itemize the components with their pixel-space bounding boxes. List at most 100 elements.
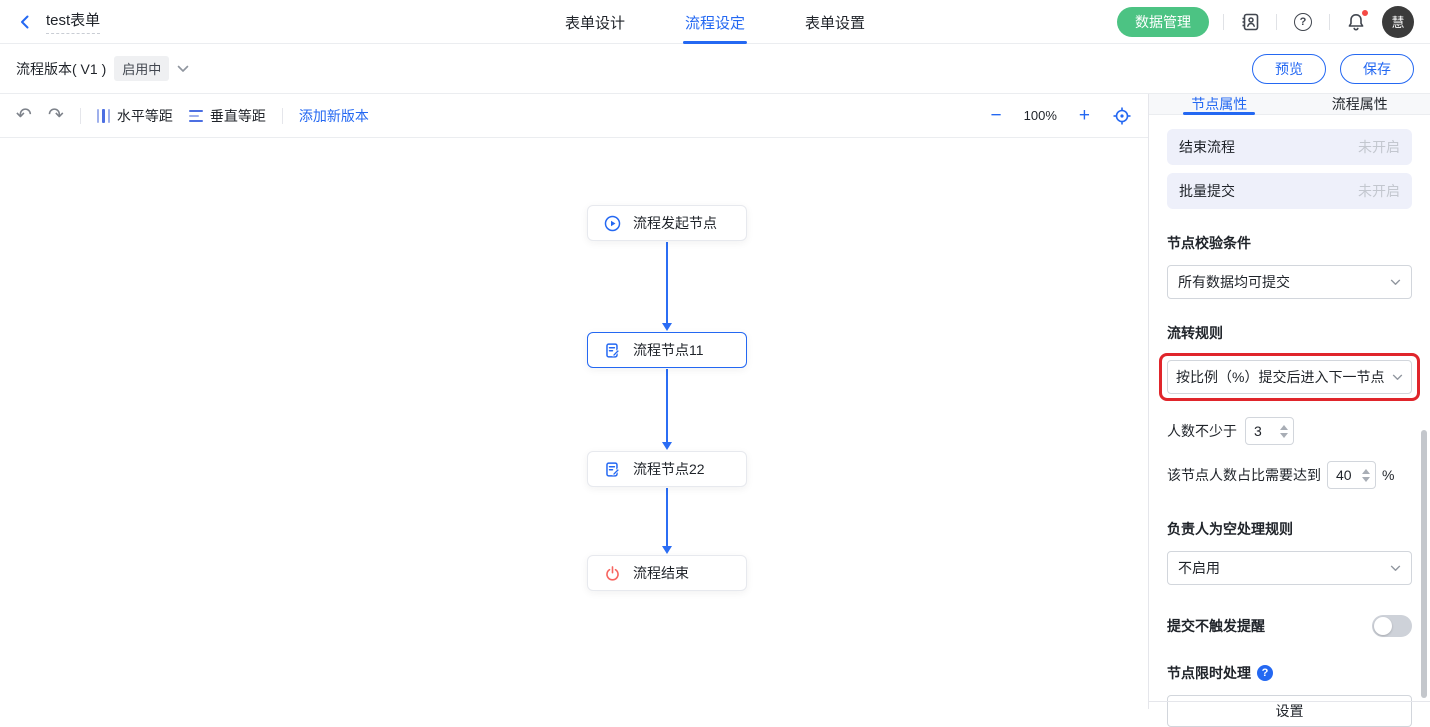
stepper-down-icon[interactable] — [1362, 477, 1370, 482]
tab-flow-properties[interactable]: 流程属性 — [1290, 94, 1430, 114]
version-label: 流程版本( V1 ) — [16, 59, 106, 79]
flow-canvas[interactable]: 流程发起节点 流程节点11 — [0, 138, 1148, 709]
node-label: 流程节点11 — [633, 340, 704, 360]
page-title[interactable]: test表单 — [46, 9, 100, 34]
toggle-knob — [1374, 617, 1392, 635]
chevron-down-icon — [1392, 374, 1403, 381]
play-circle-icon — [604, 215, 621, 232]
divider — [80, 108, 81, 124]
contacts-button[interactable] — [1238, 10, 1262, 34]
time-limit-heading-text: 节点限时处理 — [1167, 663, 1251, 683]
header-tabs: 表单设计 流程设定 表单设置 — [563, 0, 867, 44]
zoom-level: 100% — [1024, 108, 1057, 123]
question-circle-icon[interactable]: ? — [1257, 665, 1273, 681]
empty-owner-select-value: 不启用 — [1178, 558, 1220, 578]
chevron-left-icon — [16, 13, 34, 31]
stepper-up-icon[interactable] — [1280, 425, 1288, 430]
redo-icon[interactable]: ↷ — [48, 106, 64, 125]
ratio-label: 该节点人数占比需要达到 — [1167, 465, 1321, 485]
horizontal-spacing-label: 水平等距 — [117, 106, 173, 126]
panel-tabs: 节点属性 流程属性 — [1149, 94, 1430, 115]
vertical-spacing-button[interactable]: 垂直等距 — [189, 106, 266, 126]
settings-button[interactable]: 设置 — [1167, 695, 1412, 727]
notifications-button[interactable] — [1344, 10, 1368, 34]
annotation-highlight: 按比例（%）提交后进入下一节点 — [1159, 353, 1420, 401]
top-header: test表单 表单设计 流程设定 表单设置 数据管理 ? — [0, 0, 1430, 44]
batch-submit-label: 批量提交 — [1179, 181, 1235, 201]
divider — [282, 108, 283, 124]
status-badge: 启用中 — [114, 56, 169, 81]
version-bar-actions: 预览 保存 — [1252, 54, 1414, 84]
empty-owner-heading: 负责人为空处理规则 — [1167, 519, 1412, 539]
end-flow-label: 结束流程 — [1179, 137, 1235, 157]
divider — [1276, 14, 1277, 30]
divider — [1329, 14, 1330, 30]
horizontal-spacing-button[interactable]: 水平等距 — [97, 106, 173, 126]
batch-submit-value: 未开启 — [1358, 181, 1400, 201]
tab-form-design[interactable]: 表单设计 — [563, 0, 627, 44]
end-flow-row[interactable]: 结束流程 未开启 — [1167, 129, 1412, 165]
version-switcher[interactable]: 流程版本( V1 ) 启用中 — [16, 56, 189, 81]
tab-flow-setting[interactable]: 流程设定 — [683, 0, 747, 44]
flow-node-start[interactable]: 流程发起节点 — [587, 205, 747, 241]
chevron-down-icon — [1390, 565, 1401, 572]
vertical-spacing-icon — [189, 110, 203, 122]
stepper-arrows[interactable] — [1280, 425, 1288, 438]
ratio-stepper[interactable] — [1327, 461, 1376, 489]
flow-canvas-section: ↶ ↷ 水平等距 垂直等距 添加新版本 − 100% + — [0, 94, 1148, 709]
flow-rule-heading: 流转规则 — [1167, 323, 1412, 343]
chevron-down-icon — [1390, 279, 1401, 286]
tab-node-properties[interactable]: 节点属性 — [1149, 94, 1290, 114]
ratio-input[interactable] — [1336, 467, 1360, 483]
min-people-row: 人数不少于 — [1167, 417, 1412, 445]
panel-body: 结束流程 未开启 批量提交 未开启 节点校验条件 所有数据均可提交 流转规则 — [1149, 115, 1430, 727]
address-book-icon — [1240, 12, 1260, 32]
data-manage-button[interactable]: 数据管理 — [1117, 7, 1209, 37]
fit-view-icon[interactable] — [1112, 106, 1132, 126]
undo-icon[interactable]: ↶ — [16, 106, 32, 125]
tab-form-setting[interactable]: 表单设置 — [803, 0, 867, 44]
help-button[interactable]: ? — [1291, 10, 1315, 34]
zoom-in-button[interactable]: + — [1079, 106, 1090, 125]
save-button[interactable]: 保存 — [1340, 54, 1414, 84]
ratio-row: 该节点人数占比需要达到 % — [1167, 461, 1412, 489]
zoom-controls: − 100% + — [991, 106, 1132, 126]
stepper-arrows[interactable] — [1362, 469, 1370, 482]
flow-rule-select-value: 按比例（%）提交后进入下一节点 — [1176, 367, 1384, 387]
zoom-out-button[interactable]: − — [991, 106, 1002, 125]
stepper-up-icon[interactable] — [1362, 469, 1370, 474]
panel-scrollbar[interactable] — [1421, 430, 1427, 698]
no-reminder-row: 提交不触发提醒 — [1167, 615, 1412, 637]
chevron-down-icon — [177, 65, 189, 73]
help-icon: ? — [1294, 13, 1312, 31]
node-label: 流程结束 — [633, 563, 689, 583]
no-reminder-toggle[interactable] — [1372, 615, 1412, 637]
horizontal-spacing-icon — [97, 109, 110, 123]
back-button[interactable] — [16, 13, 34, 31]
panel-bottom-divider — [1149, 701, 1430, 702]
batch-submit-row[interactable]: 批量提交 未开启 — [1167, 173, 1412, 209]
min-people-input[interactable] — [1254, 423, 1278, 439]
no-reminder-label: 提交不触发提醒 — [1167, 616, 1265, 636]
validation-select[interactable]: 所有数据均可提交 — [1167, 265, 1412, 299]
node-label: 流程节点22 — [633, 459, 705, 479]
edit-note-icon — [604, 342, 621, 359]
version-bar: 流程版本( V1 ) 启用中 预览 保存 — [0, 44, 1430, 94]
edit-note-icon — [604, 461, 621, 478]
flow-rule-select[interactable]: 按比例（%）提交后进入下一节点 — [1167, 360, 1412, 394]
add-version-link[interactable]: 添加新版本 — [299, 106, 369, 126]
main-area: ↶ ↷ 水平等距 垂直等距 添加新版本 − 100% + — [0, 94, 1430, 709]
app-window: test表单 表单设计 流程设定 表单设置 数据管理 ? — [0, 0, 1430, 709]
end-flow-value: 未开启 — [1358, 137, 1400, 157]
flow-node-22[interactable]: 流程节点22 — [587, 451, 747, 487]
preview-button[interactable]: 预览 — [1252, 54, 1326, 84]
notification-badge — [1361, 9, 1369, 17]
empty-owner-select[interactable]: 不启用 — [1167, 551, 1412, 585]
flow-node-11[interactable]: 流程节点11 — [587, 332, 747, 368]
divider — [1223, 14, 1224, 30]
flow-connectors — [0, 138, 1148, 709]
avatar[interactable]: 慧 — [1382, 6, 1414, 38]
min-people-stepper[interactable] — [1245, 417, 1294, 445]
stepper-down-icon[interactable] — [1280, 433, 1288, 438]
flow-node-end[interactable]: 流程结束 — [587, 555, 747, 591]
